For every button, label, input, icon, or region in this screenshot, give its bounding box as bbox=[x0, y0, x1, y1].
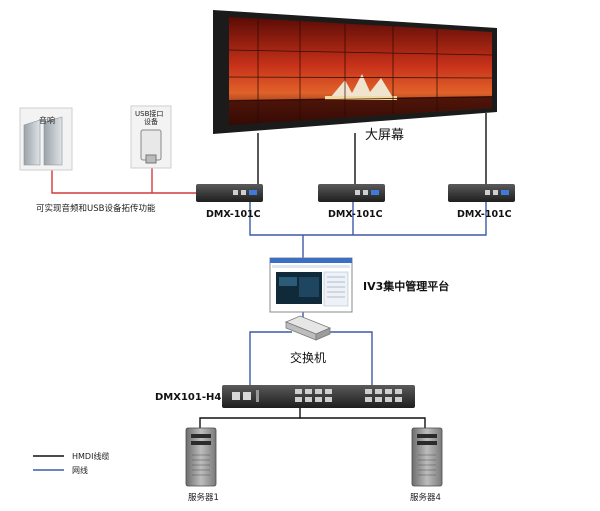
receiver-label-1: DMX-101C bbox=[206, 209, 261, 220]
audio-usb-line bbox=[51, 168, 196, 194]
usb-device-label-2: 设备 bbox=[144, 117, 158, 126]
legend-hdmi-label: HMDI线缆 bbox=[72, 451, 109, 461]
receiver-label-3: DMX-101C bbox=[457, 209, 512, 220]
platform-screenshot bbox=[269, 257, 353, 313]
server-label-4: 服务器4 bbox=[410, 492, 441, 503]
legend-network-label: 网线 bbox=[72, 465, 88, 475]
server-label-1: 服务器1 bbox=[188, 492, 219, 503]
server-tower-1 bbox=[185, 427, 217, 487]
hdmi-screen-links bbox=[257, 113, 487, 184]
receiver-box-3 bbox=[448, 184, 515, 202]
encoder-label: DMX101-H4 bbox=[155, 392, 221, 403]
switch-label: 交换机 bbox=[290, 350, 326, 365]
receiver-box-2 bbox=[318, 184, 385, 202]
network-switch-icon bbox=[284, 315, 332, 341]
usb-device-label-1: USB接口 bbox=[135, 109, 163, 118]
hdmi-server-links bbox=[199, 408, 426, 428]
server-tower-4 bbox=[411, 427, 443, 487]
network-switch-links bbox=[249, 331, 373, 385]
usb-device-icon bbox=[130, 105, 172, 169]
big-screen-label: 大屏幕 bbox=[365, 128, 404, 143]
usb-caption: 可实现音频和USB设备拓传功能 bbox=[36, 203, 156, 214]
receiver-label-2: DMX-101C bbox=[328, 209, 383, 220]
legend: HMDI线缆 网线 bbox=[33, 451, 109, 475]
video-wall bbox=[213, 10, 497, 134]
receiver-box-1 bbox=[196, 184, 263, 202]
platform-label: IV3集中管理平台 bbox=[363, 279, 449, 293]
encoder-box bbox=[222, 385, 415, 408]
speaker-label: 音响 bbox=[39, 115, 55, 125]
network-receiver-links bbox=[249, 202, 487, 322]
speaker-icon bbox=[19, 107, 73, 171]
